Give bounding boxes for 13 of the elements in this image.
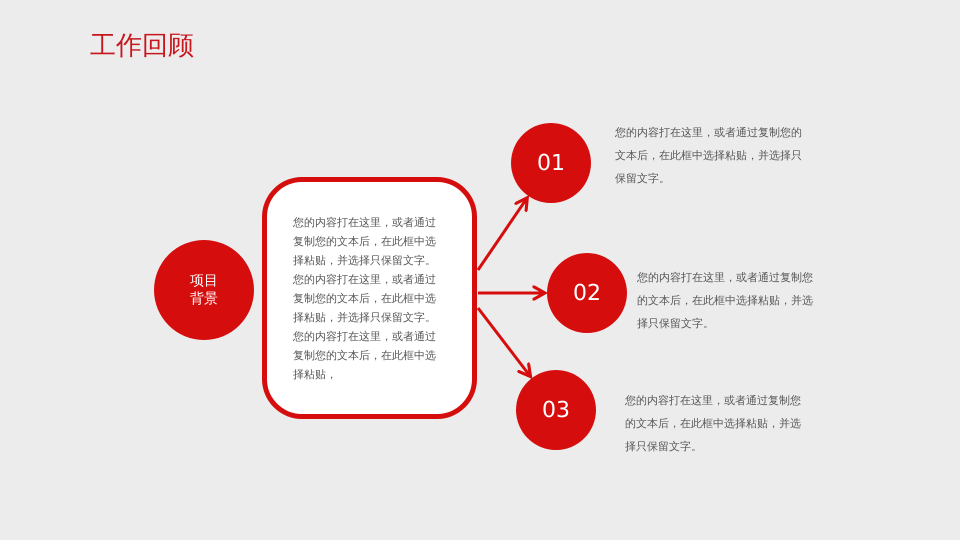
node-label: 01 [537, 150, 565, 176]
node-label: 02 [573, 280, 601, 306]
node-label: 项目背景 [189, 272, 219, 308]
arrow [476, 307, 532, 378]
description-text: 您的内容打在这里，或者通过复制您的文本后，在此框中选择粘贴，并选择只保留文字。 [637, 270, 814, 332]
arrow [476, 196, 529, 271]
arrow [478, 285, 547, 301]
description-text: 您的内容打在这里，或者通过复制您的文本后，在此框中选择粘贴，并选择只保留文字。 [615, 125, 803, 187]
title: 工作回顾 [90, 30, 194, 63]
description-text: 您的内容打在这里，或者通过复制您的文本后，在此框中选择粘贴，并选择只保留文字。 [625, 393, 802, 455]
body-text: 您的内容打在这里，或者通过复制您的文本后，在此框中选择粘贴，并选择只保留文字。您的内容打在这里，或者通过复制您的文本后，在此框中选择粘贴，并选择只保留文字。您的内容打在这里，或者通过复制您的文本后，在此框中选择粘贴， [293, 214, 437, 382]
text-box [262, 177, 477, 419]
node-label: 03 [542, 398, 570, 422]
